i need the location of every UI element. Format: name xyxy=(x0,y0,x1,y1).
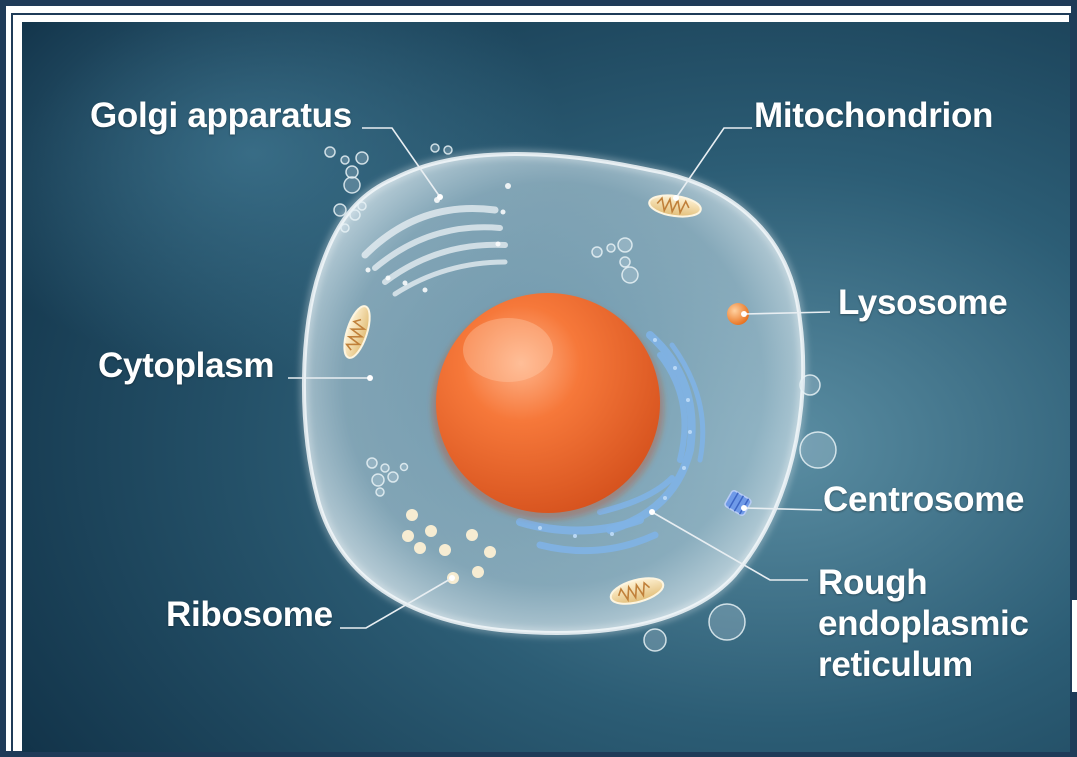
nucleus-sphere xyxy=(436,293,660,513)
golgi-apparatus-label: Golgi apparatus xyxy=(90,98,352,134)
rough-er-label: Rough endoplasmic reticulum xyxy=(818,562,1029,685)
mitochondrion-label: Mitochondrion xyxy=(754,98,993,134)
cytoplasm-label: Cytoplasm xyxy=(98,348,274,384)
rough-er-label-line1: Rough xyxy=(818,562,1029,603)
ribosome-label: Ribosome xyxy=(166,597,333,633)
lysosome-label: Lysosome xyxy=(838,285,1007,321)
rough-er-label-line2: endoplasmic xyxy=(818,603,1029,644)
rough-er-label-line3: reticulum xyxy=(818,644,1029,685)
centrosome-label: Centrosome xyxy=(823,482,1024,518)
